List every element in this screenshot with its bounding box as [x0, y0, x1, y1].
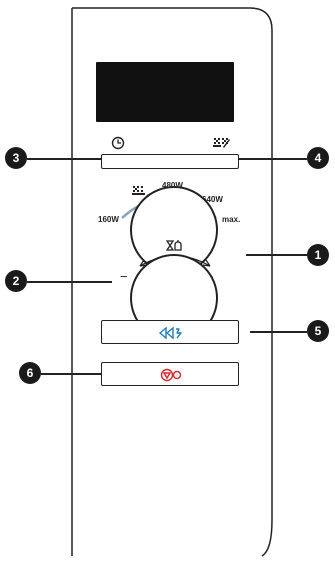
start-icon — [158, 326, 182, 340]
callout-3-leader — [27, 158, 101, 160]
timer-minus-label: − — [120, 269, 128, 284]
power-knob[interactable] — [130, 186, 218, 274]
clock-icon — [111, 136, 125, 150]
power-label-160w: 160W — [98, 215, 119, 224]
start-button[interactable] — [101, 320, 239, 344]
callout-1-leader — [246, 254, 307, 256]
callout-3: 3 — [5, 147, 27, 169]
time-defrost-button[interactable] — [101, 154, 239, 169]
callout-1: 1 — [307, 244, 329, 266]
power-label-max: max. — [222, 215, 241, 224]
power-label-480w: 480W — [162, 182, 183, 190]
callout-2: 2 — [5, 270, 27, 292]
callout-4: 4 — [307, 147, 329, 169]
callout-4-leader — [239, 158, 307, 160]
callout-6: 6 — [19, 362, 41, 384]
power-level-icon — [132, 186, 145, 195]
timer-icon — [166, 240, 182, 251]
callout-5-leader — [250, 331, 307, 333]
display-screen — [96, 62, 234, 122]
callout-5: 5 — [307, 320, 329, 342]
callout-6-leader — [41, 373, 101, 375]
defrost-icon — [213, 138, 230, 148]
power-label-640w: 640W — [202, 195, 223, 204]
callout-2-leader — [27, 281, 112, 283]
stop-cancel-button[interactable] — [101, 362, 239, 386]
stop-icon — [160, 368, 182, 382]
